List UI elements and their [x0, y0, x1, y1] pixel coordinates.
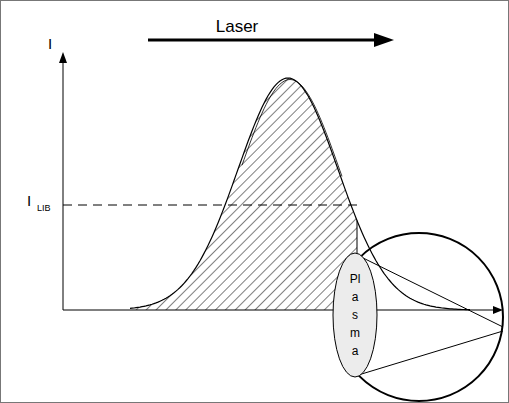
- laser-arrowhead: [374, 33, 394, 47]
- time-axis: [63, 310, 496, 311]
- threshold-subscript: LIB: [37, 204, 51, 213]
- axis-arrowhead: [59, 52, 67, 63]
- hatched-area: [135, 78, 357, 310]
- threshold-label: I: [27, 193, 31, 208]
- pulse-curve-outline: [242, 80, 342, 177]
- node-text: Plasma: [349, 270, 361, 360]
- plasma-ellipse: Plasma: [332, 252, 378, 378]
- intensity-axis: [63, 60, 64, 310]
- laser-arrow: [148, 39, 376, 42]
- threshold-line: [63, 205, 357, 206]
- pulse-curve: [130, 78, 470, 310]
- axis-label: I: [48, 36, 52, 51]
- focus-ray: [355, 331, 503, 376]
- beam-label: Laser: [216, 18, 259, 35]
